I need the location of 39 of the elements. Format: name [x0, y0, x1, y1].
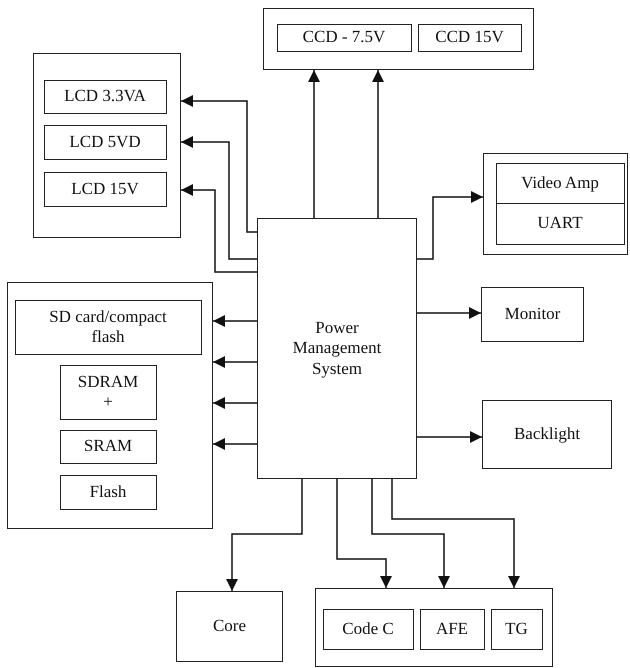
arrow [417, 307, 481, 319]
arrow [213, 356, 257, 368]
block-box: Power Management System [257, 218, 417, 479]
arrow [417, 191, 483, 260]
component-box: TG [490, 608, 542, 650]
arrow [181, 136, 257, 260]
component-box: LCD 15V [44, 172, 166, 206]
group-box [483, 153, 628, 255]
component-box: SD card/compact flash [14, 300, 202, 354]
arrow [371, 479, 450, 588]
arrow [417, 431, 482, 443]
arrow [391, 479, 520, 588]
component-box: SRAM [60, 430, 156, 464]
arrow [213, 315, 257, 327]
group-box [315, 588, 553, 667]
component-box: CCD - 7.5V [276, 24, 412, 52]
arrow [181, 95, 257, 233]
group-box [263, 8, 534, 70]
group-box [7, 282, 213, 529]
component-box: LCD 3.3VA [44, 80, 166, 114]
component-box: CCD 15V [418, 24, 522, 52]
component-box: SDRAM + [60, 364, 156, 420]
component-box: LCD 5VD [44, 124, 166, 160]
block-box: Core [176, 591, 283, 662]
component-box: AFE [420, 608, 484, 650]
component-box: Video Amp [496, 162, 624, 204]
component-box: Flash [60, 474, 156, 510]
arrow [226, 479, 303, 591]
component-box: Code C [322, 608, 414, 650]
arrow [181, 184, 257, 273]
group-box [33, 53, 181, 238]
arrow [336, 479, 392, 588]
arrow [213, 397, 257, 409]
block-box: Backlight [482, 400, 612, 469]
arrow [308, 70, 320, 218]
block-box: Monitor [481, 287, 584, 342]
arrow [213, 438, 257, 450]
component-box: UART [496, 202, 624, 244]
arrow [372, 70, 384, 218]
